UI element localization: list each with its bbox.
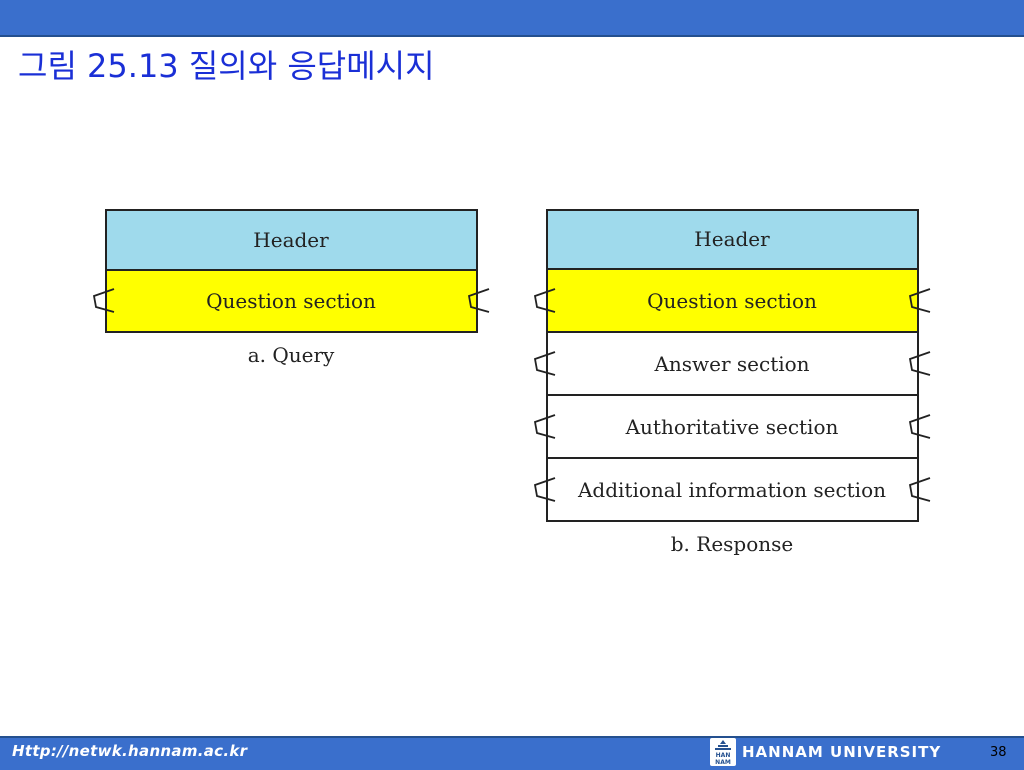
response-answer-box	[546, 331, 919, 396]
page-number: 38	[990, 745, 1007, 760]
break-mark	[533, 477, 556, 502]
response-authoritative-box	[546, 394, 919, 459]
break-mark	[908, 477, 931, 502]
break-mark	[908, 288, 931, 313]
response-question-box	[546, 268, 919, 333]
university-logo-icon: HAN NAM	[710, 738, 736, 766]
slide-title: 그림 25.13 질의와 응답메시지	[18, 47, 435, 85]
response-header-label: Header	[694, 227, 770, 251]
response-header-box	[546, 209, 919, 270]
break-mark	[92, 288, 115, 313]
response-authoritative-label: Authoritative section	[625, 415, 839, 439]
response-additional-box	[546, 457, 919, 522]
response-question-label: Question section	[647, 289, 817, 313]
response-answer-label: Answer section	[653, 352, 809, 376]
query-question-box	[105, 269, 478, 333]
break-mark	[908, 414, 931, 439]
break-mark	[533, 414, 556, 439]
bottom-bar	[0, 736, 1024, 770]
break-mark	[908, 351, 931, 376]
svg-text:NAM: NAM	[715, 759, 731, 766]
query-question-label: Question section	[206, 289, 376, 313]
break-mark	[467, 288, 490, 313]
response-additional-label: Additional information section	[577, 478, 886, 502]
query-message: Header Question section a. Query	[92, 209, 490, 367]
query-header-label: Header	[253, 228, 329, 252]
query-caption: a. Query	[248, 343, 335, 367]
break-mark	[533, 351, 556, 376]
query-header-box	[105, 209, 478, 271]
svg-text:HAN: HAN	[716, 752, 731, 759]
response-message: Header Question section Answer section A…	[533, 209, 931, 556]
response-caption: b. Response	[671, 532, 794, 556]
university-name: HANNAM UNIVERSITY	[742, 743, 942, 761]
top-bar	[0, 0, 1024, 37]
footer-url: Http://netwk.hannam.ac.kr	[12, 742, 248, 760]
break-mark	[533, 288, 556, 313]
